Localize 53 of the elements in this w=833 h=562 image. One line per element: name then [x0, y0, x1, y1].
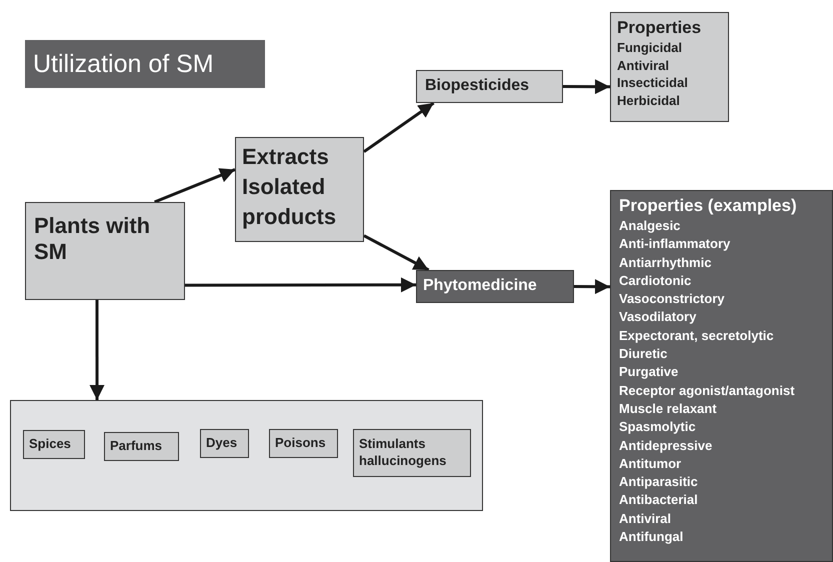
properties-box [610, 12, 729, 122]
property-label: Insecticidal [617, 74, 689, 92]
process-box [416, 70, 563, 103]
arrow [90, 300, 105, 400]
arrow [574, 279, 610, 294]
property-label: Analgesic [619, 217, 682, 235]
property-label: Antifungal [619, 528, 684, 546]
box-label: Stimulants hallucinogens [359, 435, 448, 469]
arrow [363, 102, 434, 153]
box-label: Spices [29, 435, 72, 453]
arrow [154, 168, 236, 204]
property-label: Purgative [619, 363, 680, 382]
arrow [363, 234, 430, 272]
category-box [23, 430, 85, 459]
property-label: Antibacterial [619, 491, 699, 510]
category-box [104, 432, 179, 461]
category-box [269, 429, 338, 458]
property-label: Antiparasitic [619, 473, 699, 492]
box-label: Extracts Isolated products [242, 143, 338, 231]
arrow [562, 79, 610, 94]
property-label: Expectorant, secretolytic [619, 326, 775, 345]
property-label: Anti-inflammatory [619, 235, 732, 254]
box-label: Poisons [275, 434, 327, 452]
property-label: Vasoconstrictory [619, 290, 726, 308]
box-label: Phytomedicine [423, 276, 538, 296]
process-box [25, 202, 185, 300]
property-label: Receptor agonist/antagonist [619, 382, 796, 400]
heading: Properties (examples) [619, 195, 798, 217]
box-label: Parfums [110, 437, 164, 455]
property-label: Antitumor [619, 454, 682, 473]
property-label: Antiviral [619, 510, 672, 528]
title: Utilization of SM [25, 40, 265, 88]
category-box [200, 429, 249, 458]
category-box [353, 429, 471, 477]
box-label: Plants with SM [34, 213, 152, 265]
property-label: Vasodilatory [619, 308, 698, 326]
property-label: Antiarrhythmic [619, 254, 712, 272]
property-label: Fungicidal [617, 39, 683, 56]
properties-box [610, 190, 833, 562]
process-box [416, 270, 574, 303]
box-label: Biopesticides [425, 76, 530, 96]
property-label: Cardiotonic [619, 272, 692, 290]
property-label: Antiviral [617, 56, 670, 74]
property-label: Herbicidal [617, 92, 681, 109]
property-label: Antidepressive [619, 436, 714, 455]
property-label: Spasmolytic [619, 418, 697, 436]
property-label: Muscle relaxant [619, 400, 718, 418]
heading: Properties [617, 17, 702, 39]
box-label: Dyes [206, 434, 238, 452]
property-label: Diuretic [619, 345, 668, 364]
group-box [10, 400, 483, 511]
process-box [235, 137, 364, 242]
arrow [185, 277, 416, 292]
